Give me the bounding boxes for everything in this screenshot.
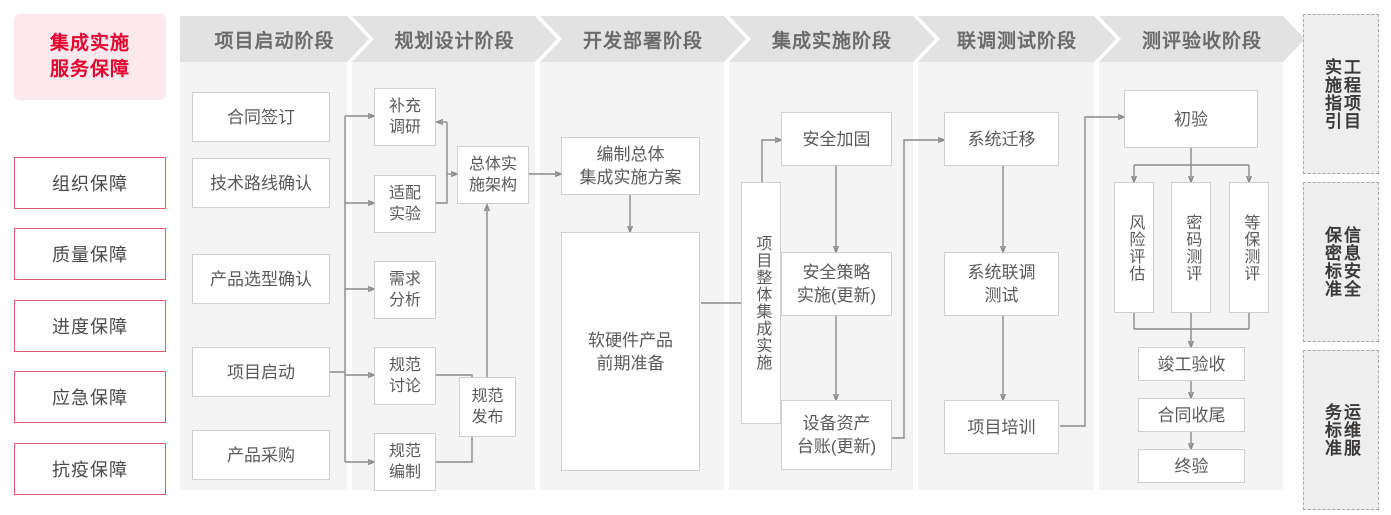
rail-item-schedule[interactable]: 进度保障 xyxy=(14,300,166,352)
node-project-kickoff[interactable]: 项目启动 xyxy=(192,347,330,397)
node-system-migration[interactable]: 系统迁移 xyxy=(944,112,1059,166)
phase-header-5[interactable]: 联调测试阶段 xyxy=(918,16,1116,62)
main-title-box: 集成实施 服务保障 xyxy=(14,14,166,100)
node-overall-architecture[interactable]: 总体实 施架构 xyxy=(457,146,529,204)
node-adaptation-experiment[interactable]: 适配 实验 xyxy=(374,175,436,233)
node-hardware-software-preparation[interactable]: 软硬件产品 前期准备 xyxy=(561,232,700,471)
node-asset-ledger-update[interactable]: 设备资产 台账(更新) xyxy=(781,400,892,470)
rail-item-organization[interactable]: 组织保障 xyxy=(14,157,166,209)
node-risk-assessment[interactable]: 风险评估 xyxy=(1114,182,1154,313)
main-title-line-1: 集成实施 xyxy=(49,33,130,54)
standard-label-engineering-guideline: 工程项目实施指引 xyxy=(1322,58,1361,130)
node-security-policy-update[interactable]: 安全策略 实施(更新) xyxy=(781,252,892,316)
standard-item-infosec-confidentiality[interactable]: 信息安全保密标准 xyxy=(1303,182,1379,342)
node-security-hardening[interactable]: 安全加固 xyxy=(781,112,892,166)
node-overall-project-integration[interactable]: 项目整体集成实施 xyxy=(741,182,781,424)
phase-header-3[interactable]: 开发部署阶段 xyxy=(540,16,746,62)
node-contract-signing[interactable]: 合同签订 xyxy=(192,92,330,142)
node-cryptography-evaluation[interactable]: 密码测评 xyxy=(1171,182,1211,313)
phase-header-6[interactable]: 测评验收阶段 xyxy=(1099,16,1305,62)
phase-header-4[interactable]: 集成实施阶段 xyxy=(729,16,935,62)
rail-item-emergency[interactable]: 应急保障 xyxy=(14,371,166,423)
node-system-joint-debug-test[interactable]: 系统联调 测试 xyxy=(944,252,1059,316)
standard-item-engineering-guideline[interactable]: 工程项目实施指引 xyxy=(1303,14,1379,174)
node-project-training[interactable]: 项目培训 xyxy=(944,400,1059,454)
standard-item-ops-service[interactable]: 运维服务标准 xyxy=(1303,350,1379,510)
standard-label-ops-service: 运维服务标准 xyxy=(1322,403,1361,457)
node-completion-acceptance[interactable]: 竣工验收 xyxy=(1138,347,1245,381)
node-spec-discussion[interactable]: 规范 讨论 xyxy=(374,347,436,405)
standard-label-infosec-confidentiality: 信息安全保密标准 xyxy=(1322,226,1361,298)
node-tech-route-confirm[interactable]: 技术路线确认 xyxy=(192,158,330,208)
node-initial-acceptance[interactable]: 初验 xyxy=(1124,90,1258,148)
node-product-selection[interactable]: 产品选型确认 xyxy=(192,254,330,304)
rail-item-epidemic[interactable]: 抗疫保障 xyxy=(14,443,166,495)
node-demand-analysis[interactable]: 需求 分析 xyxy=(374,261,436,319)
phase-header-1[interactable]: 项目启动阶段 xyxy=(180,16,369,62)
node-classified-protection-evaluation[interactable]: 等保测评 xyxy=(1229,182,1269,313)
node-contract-closure[interactable]: 合同收尾 xyxy=(1138,398,1245,432)
main-title-line-2: 服务保障 xyxy=(49,59,130,80)
node-spec-release[interactable]: 规范 发布 xyxy=(459,377,516,437)
node-overall-integration-plan[interactable]: 编制总体 集成实施方案 xyxy=(561,137,700,195)
rail-item-quality[interactable]: 质量保障 xyxy=(14,228,166,280)
phase-header-2[interactable]: 规划设计阶段 xyxy=(352,16,557,62)
node-supplementary-survey[interactable]: 补充 调研 xyxy=(374,88,436,146)
node-final-acceptance[interactable]: 终验 xyxy=(1138,449,1245,483)
node-spec-drafting[interactable]: 规范 编制 xyxy=(374,433,436,491)
node-product-procurement[interactable]: 产品采购 xyxy=(192,430,330,480)
